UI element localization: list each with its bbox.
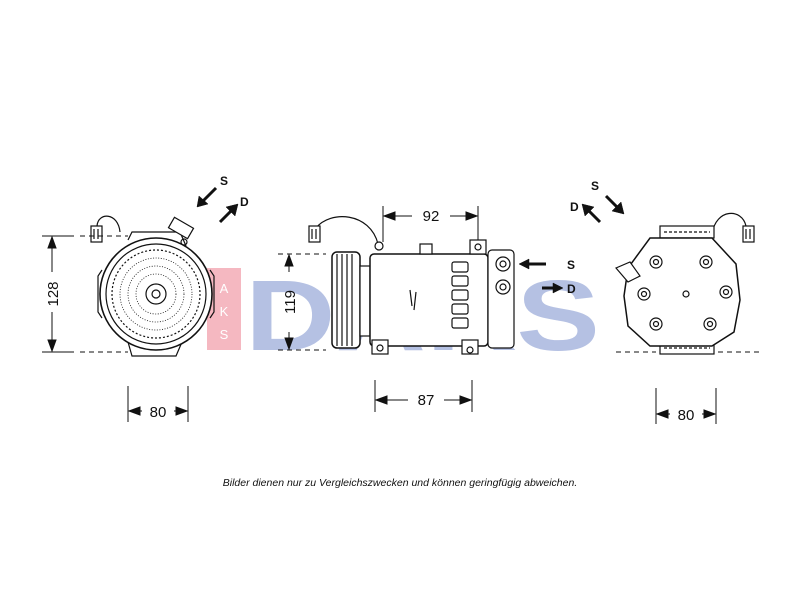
rear-bolt: [703, 317, 717, 331]
front-view: [90, 215, 215, 357]
watermark-letter: S: [220, 327, 229, 342]
rear-bolt: [719, 285, 733, 299]
rear-width-dimension: [655, 388, 717, 424]
side-connector: [308, 225, 321, 243]
front-clutch-plate: [119, 257, 193, 331]
rear-discharge-arrow: [586, 208, 602, 224]
front-wire: [96, 215, 121, 233]
rear-suction-label: S: [591, 179, 599, 193]
rear-view: [615, 212, 755, 355]
side-height-dimension: [278, 253, 326, 351]
front-hub: [145, 283, 167, 305]
side-mount-bottom-left: [371, 339, 389, 355]
side-height-label: 119: [282, 290, 299, 314]
watermark-side-letters: A K S: [220, 281, 229, 342]
side-clutch: [359, 265, 371, 337]
side-view: [308, 216, 515, 355]
front-discharge-label: D: [240, 195, 249, 209]
front-pulley-rim: [105, 243, 207, 345]
side-pulley: [331, 251, 361, 349]
front-left-ear: [97, 269, 103, 319]
front-port-block: [167, 216, 195, 240]
rear-connector: [742, 225, 755, 243]
rear-bolt: [649, 317, 663, 331]
rear-port-flange: [615, 261, 641, 283]
rear-suction-arrow: [604, 194, 620, 210]
watermark-red-block: [207, 268, 241, 350]
side-label-mark: [409, 289, 417, 311]
rear-discharge-label: D: [570, 200, 579, 214]
rear-bolt: [649, 255, 663, 269]
side-rear-head: [487, 249, 515, 349]
rear-port-arrows: [581, 194, 625, 224]
front-discharge-arrow: [218, 208, 234, 224]
side-top-dimension: [382, 206, 479, 242]
side-discharge-port: [495, 279, 511, 295]
front-height-dimension: [42, 235, 128, 353]
front-height-label: 128: [45, 281, 62, 306]
side-top-label: 92: [423, 208, 440, 225]
front-width-dimension: [127, 386, 189, 422]
front-bottom-mount: [127, 341, 183, 357]
side-bottom-label: 87: [418, 392, 435, 409]
disclaimer-text: Bilder dienen nur zu Vergleichszwecken u…: [222, 477, 578, 489]
front-port-arrows: [196, 186, 239, 224]
side-suction-label: S: [567, 258, 575, 272]
side-body: [369, 253, 489, 347]
rear-bolt: [699, 255, 713, 269]
side-wire: [315, 216, 379, 245]
side-bottom-dimension: [374, 380, 473, 412]
front-suction-arrow: [200, 186, 218, 204]
rear-width-label: 80: [678, 407, 695, 424]
watermark-letter: A: [220, 281, 229, 296]
side-suction-port: [495, 256, 511, 272]
side-port-arrows: [518, 258, 564, 294]
side-discharge-label: D: [567, 282, 576, 296]
watermark-letter: K: [220, 304, 229, 319]
front-right-ear: [209, 269, 215, 319]
side-mount-top-right: [469, 239, 487, 255]
front-width-label: 80: [150, 404, 167, 421]
rear-bolt: [637, 287, 651, 301]
front-pulley-groove: [111, 249, 201, 339]
front-connector: [90, 225, 103, 243]
rear-wire: [711, 212, 747, 235]
front-suction-label: S: [220, 174, 228, 188]
